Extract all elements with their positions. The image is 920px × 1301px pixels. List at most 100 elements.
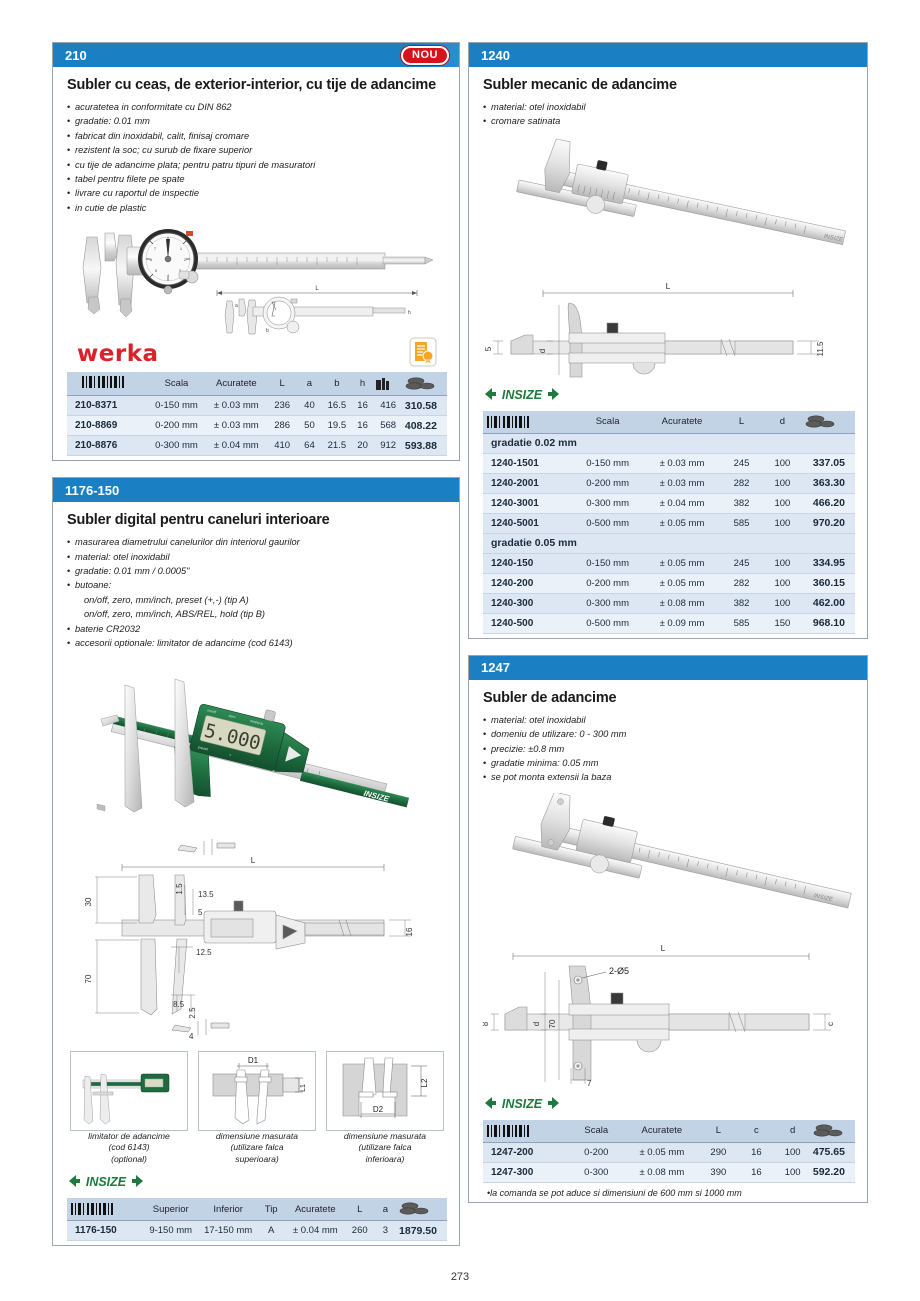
cell-code: 1176-150 — [67, 1220, 143, 1242]
svg-text:-: - — [250, 758, 253, 762]
barcode-icon — [483, 410, 573, 434]
page-title-1247: Subler de adancime — [483, 689, 617, 706]
cell-price: 593.88 — [402, 435, 447, 457]
cell-price: 970.20 — [802, 513, 855, 534]
cell-price: 475.65 — [810, 1142, 855, 1163]
cell-acuratete: ± 0.05 mm — [642, 553, 722, 574]
dimension-label-5: 5 — [484, 346, 493, 351]
cell-price: 334.95 — [802, 553, 855, 574]
dimension-label-a: a — [235, 303, 238, 309]
caption-line: limitator de adancime — [88, 1130, 170, 1141]
cell-acuratete: ± 0.08 mm — [625, 1162, 699, 1183]
svg-text:6: 6 — [150, 257, 153, 262]
col-acuratete: Acuratete — [625, 1119, 699, 1143]
cell-scala: 0-300 mm — [572, 493, 643, 514]
cell-L: 382 — [721, 493, 762, 514]
coins-icon — [802, 410, 855, 434]
list-item: masurarea diametrului canelurilor din in… — [67, 535, 447, 550]
figure-box: L2 D2 — [326, 1050, 444, 1131]
insize-logo: INSIZE — [69, 1173, 143, 1189]
group-label: gradatie 0.02 mm — [483, 433, 855, 454]
col-b: b — [322, 372, 352, 397]
col-h: h — [351, 372, 374, 397]
cell-b: 19.5 — [322, 415, 352, 437]
table-row: 210-8869 0-200 mm ± 0.03 mm 286 50 19.5 … — [67, 415, 447, 437]
table-group-row: gradatie 0.02 mm — [483, 433, 855, 454]
cell-price: 363.30 — [802, 473, 855, 494]
cell-price: 592.20 — [810, 1162, 855, 1183]
list-item: gradatie: 0.01 mm — [67, 114, 447, 129]
cell-b: 16.5 — [322, 395, 352, 417]
cell-scala: 0-500 mm — [572, 513, 643, 534]
dimension-label-d: d — [532, 1022, 541, 1026]
cell-weight: 568 — [373, 415, 403, 437]
cell-price: 968.10 — [802, 613, 855, 634]
product-body-1176: Subler digital pentru caneluri interioar… — [53, 502, 459, 1245]
svg-text:mm/inch: mm/inch — [249, 718, 263, 725]
page-title-210: Subler cu ceas, de exterior-interior, cu… — [67, 77, 436, 93]
dimension-label-5: 5 — [198, 908, 203, 917]
figure-row-1176: limitator de adancime (cod 6143) (option… — [67, 1045, 447, 1166]
dimension-label-d: d — [538, 349, 547, 353]
col-d: d — [761, 410, 803, 434]
dimension-label-13_5: 13.5 — [198, 890, 214, 899]
cell-L: 382 — [721, 593, 762, 614]
cell-d: 100 — [761, 493, 803, 514]
dimension-label-c: c — [826, 1022, 835, 1026]
list-item: material: otel inoxidabil — [67, 550, 447, 565]
cell-b: 21.5 — [322, 435, 352, 457]
page-number: 273 — [450, 1271, 470, 1283]
cell-scala: 0-150 mm — [147, 395, 206, 417]
coins-icon — [810, 1119, 855, 1143]
caption-line: (utilizare falca — [358, 1142, 412, 1153]
cell-price: 1879.50 — [396, 1220, 447, 1242]
list-item: se pot monta extensii la baza — [483, 770, 855, 785]
figure-limitator: limitator de adancime (cod 6143) (option… — [70, 1050, 188, 1166]
cell-code: 210-8876 — [67, 435, 148, 457]
table-header-row: Scala Acuratete L d — [483, 410, 855, 434]
figure-caption: dimensiune masurata (utilizare falca sup… — [198, 1131, 316, 1166]
cell-weight: 912 — [373, 435, 403, 457]
cell-L: 585 — [721, 613, 762, 634]
cell-h: 20 — [351, 435, 374, 457]
product-block-210: 210 NOU Subler cu ceas, de exterior-inte… — [52, 42, 460, 462]
dimension-label-8: 8 — [483, 1021, 490, 1026]
caption-line: dimensiune masurata — [343, 1130, 427, 1141]
list-item: tabel pentru filete pe spate — [67, 172, 447, 187]
dimension-label-L: L — [666, 281, 671, 291]
svg-text:INSIZE: INSIZE — [502, 1097, 543, 1111]
col-tip: Tip — [257, 1198, 286, 1222]
svg-text:INSIZE: INSIZE — [86, 1175, 127, 1189]
svg-text:7: 7 — [154, 246, 157, 251]
cell-code: 1240-500 — [483, 613, 573, 634]
product-block-1176: 1176-150 Subler digital pentru caneluri … — [52, 477, 460, 1247]
cell-c: 16 — [738, 1142, 775, 1163]
figure-falca-inferioara: L2 D2 dimensiune masurata (utilizare fal… — [326, 1050, 444, 1166]
figure-box: D1 L1 — [198, 1050, 316, 1131]
cell-scala: 0-200 — [567, 1142, 626, 1163]
svg-text:INSIZE: INSIZE — [813, 893, 834, 903]
product-body-1240: Subler mecanic de adancime material: ote… — [469, 67, 867, 638]
certificate-icon — [409, 337, 437, 367]
list-item: domeniu de utilizare: 0 - 300 mm — [483, 727, 855, 742]
cell-scala: 0-300 mm — [572, 593, 643, 614]
list-item: gradatie: 0.01 mm / 0.0005" — [67, 564, 447, 579]
product-body-210: Subler cu ceas, de exterior-interior, cu… — [53, 67, 459, 460]
spec-table-1247: Scala Acuratete L c d — [483, 1119, 855, 1183]
list-item: on/off, zero, mm/inch, preset (+,-) (tip… — [84, 594, 249, 605]
table-row: 1240-150 0-150 mm ± 0.05 mm 245 100 334.… — [483, 553, 855, 574]
feature-list-1176: masurarea diametrului canelurilor din in… — [67, 535, 447, 651]
table-header-row: Scala Acuratete L c d — [483, 1119, 855, 1143]
cell-d: 100 — [761, 593, 803, 614]
cell-code: 1240-200 — [483, 573, 573, 594]
table-row: 1240-2001 0-200 mm ± 0.03 mm 282 100 363… — [483, 473, 855, 494]
col-acuratete: Acuratete — [642, 410, 722, 434]
dimension-label-L2: L2 — [420, 1078, 429, 1087]
table-row: 1240-5001 0-500 mm ± 0.05 mm 585 100 970… — [483, 513, 855, 534]
spec-table-210: Scala Acuratete L a b h — [67, 372, 447, 457]
dimension-label-holes: 2-Ø5 — [609, 966, 629, 976]
dimension-label-b: b — [266, 328, 269, 334]
right-column: 1240 Subler mecanic de adancime material… — [468, 42, 868, 1219]
cell-a: 3 — [373, 1220, 397, 1242]
cell-L: 245 — [721, 553, 762, 574]
